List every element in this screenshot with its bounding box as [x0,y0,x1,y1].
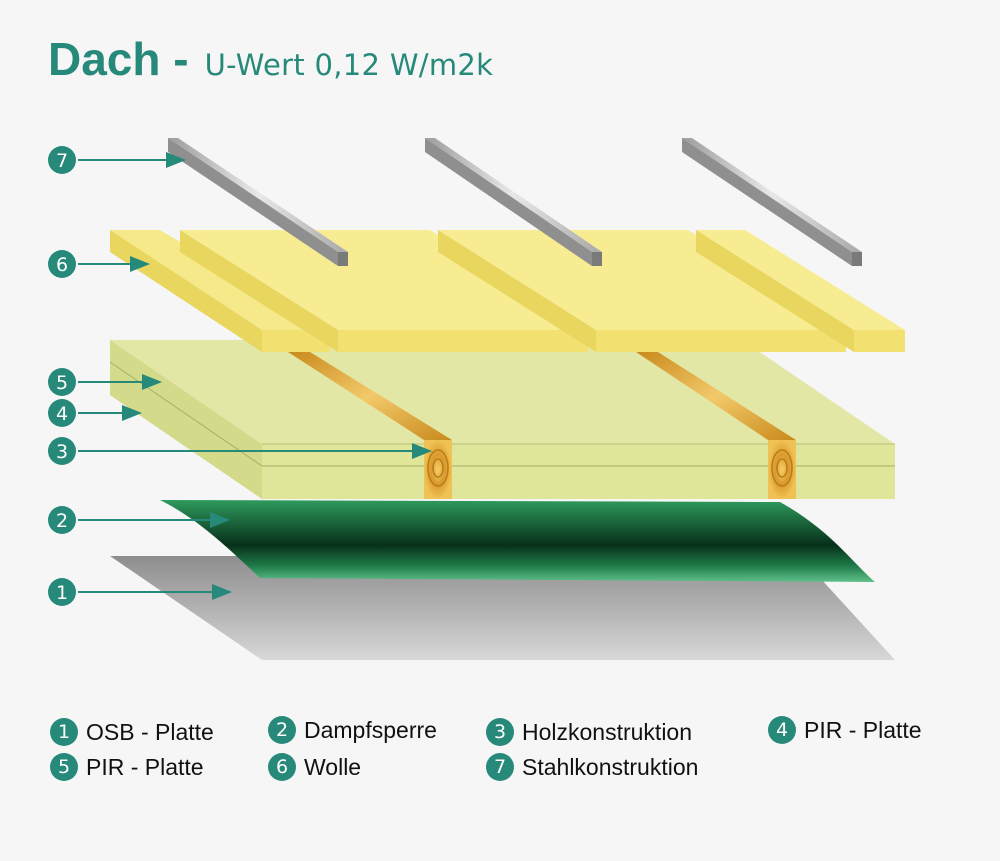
legend-number: 4 [768,716,796,744]
wool-panel [180,230,588,352]
callout-3: 3 [48,437,432,465]
vapor-barrier-layer [160,500,875,582]
legend-item-5: 5 PIR - Platte [50,753,204,781]
callout-number: 4 [56,403,68,425]
legend-label: PIR - Platte [86,753,204,780]
osb-board-layer [110,556,895,660]
legend-number: 5 [50,753,78,781]
legend-label: OSB - Platte [86,718,214,745]
callout-6: 6 [48,250,150,278]
legend-item-7: 7 Stahlkonstruktion [486,753,698,781]
steel-profile [425,138,602,266]
legend-number: 2 [268,716,296,744]
legend-item-3: 3 Holzkonstruktion [486,718,692,746]
timber-beam-left [288,352,452,499]
legend-label: Stahlkonstruktion [522,753,699,780]
callout-1: 1 [48,578,232,606]
legend-label: Holzkonstruktion [522,718,693,745]
legend-item-1: 1 OSB - Platte [50,718,214,746]
steel-profile [168,138,348,266]
steel-profile [682,138,862,266]
wool-panel [438,230,846,352]
legend-number: 6 [268,753,296,781]
callout-number: 1 [56,582,68,604]
legend-item-2: 2 Dampfsperre [268,716,437,744]
callout-5: 5 [48,368,162,396]
legend-number: 3 [486,718,514,746]
wool-panel [696,230,905,352]
callout-number: 6 [56,254,68,276]
callout-4: 4 [48,399,142,427]
legend-item-4: 4 PIR - Platte [768,716,922,744]
wool-layer [110,230,905,352]
legend-number: 7 [486,753,514,781]
legend-label: Dampfsperre [304,716,437,743]
timber-beam-right [636,352,796,499]
callout-number: 7 [56,150,68,172]
legend-label: Wolle [304,753,362,780]
callout-number: 2 [56,510,68,532]
callout-number: 3 [56,441,68,463]
steel-profile-layer [168,138,862,266]
callout-number: 5 [56,372,68,394]
title-subtitle: U-Wert 0,12 W/m2k [204,48,494,82]
callout-2: 2 [48,506,230,534]
legend-label: PIR - Platte [804,716,922,743]
callout-7: 7 [48,146,186,174]
page-title: Dach - U-Wert 0,12 W/m2k [48,32,493,86]
title-main: Dach - [48,33,189,85]
legend-item-6: 6 Wolle [268,753,361,781]
legend-number: 1 [50,718,78,746]
